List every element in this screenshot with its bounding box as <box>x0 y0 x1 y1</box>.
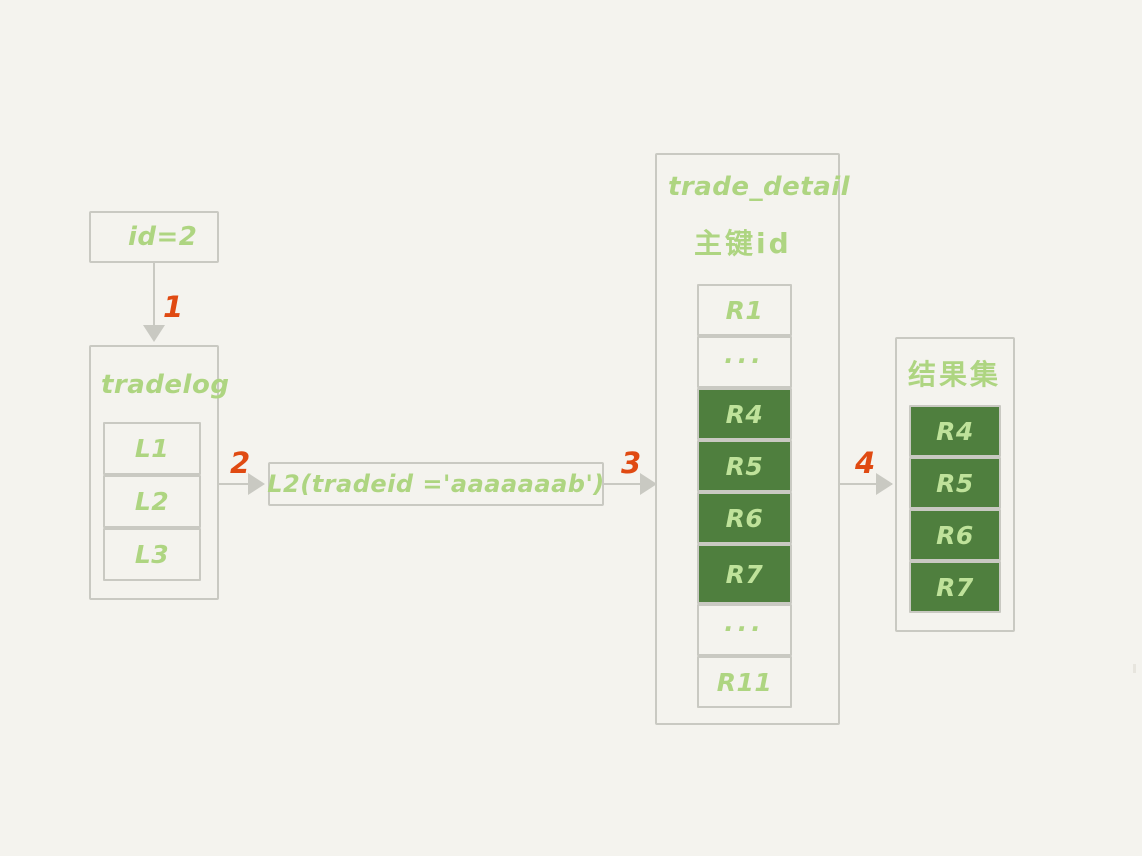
tradelog-row-label: L1 <box>134 434 170 463</box>
trade-detail-row-label: R5 <box>725 451 764 481</box>
connector-4-arrowhead <box>876 473 893 495</box>
trade-detail-row-r5: R5 <box>697 440 792 492</box>
step-2-number: 2 <box>230 446 251 480</box>
step-1-number: 1 <box>163 290 184 324</box>
tradelog-row-label: L3 <box>134 540 170 569</box>
trade-detail-row-label: R7 <box>725 559 764 589</box>
tradelog-row-label: L2 <box>134 487 170 516</box>
trade-detail-row-ellipsis-bottom: ... <box>697 604 792 656</box>
tradelog-row-l3: L3 <box>103 528 201 581</box>
trade-detail-row-label: ... <box>724 607 765 637</box>
trade-detail-row-ellipsis-top: ... <box>697 336 792 388</box>
connector-1-line <box>153 263 155 325</box>
step-3-number: 3 <box>621 446 642 480</box>
trade-detail-row-label: R6 <box>725 503 764 533</box>
connector-2-line <box>219 483 263 485</box>
result-set-row-label: R5 <box>936 468 974 498</box>
result-set-row-r5: R5 <box>909 457 1001 509</box>
tradelog-title: tradelog <box>101 370 230 400</box>
trade-detail-title: trade_detail <box>668 172 851 202</box>
tradelog-row-l1: L1 <box>103 422 201 475</box>
trade-detail-row-r7: R7 <box>697 544 792 604</box>
result-set-row-label: R7 <box>936 572 974 602</box>
input-node-box <box>89 211 219 263</box>
result-set-row-label: R6 <box>936 520 974 550</box>
connector-3-line <box>604 483 656 485</box>
trade-detail-row-label: R11 <box>716 667 773 697</box>
result-set-row-label: R4 <box>936 416 974 446</box>
trade-detail-row-r6: R6 <box>697 492 792 544</box>
result-set-row-r7: R7 <box>909 561 1001 613</box>
connector-4-line <box>840 483 892 485</box>
result-set-row-r6: R6 <box>909 509 1001 561</box>
result-set-title: 结果集 <box>908 358 1002 391</box>
expression-box: L2(tradeid ='aaaaaaab') <box>267 462 605 506</box>
step-4-number: 4 <box>855 446 876 480</box>
trade-detail-row-r1: R1 <box>697 284 792 336</box>
connector-3-arrowhead <box>640 473 657 495</box>
connector-1-arrowhead <box>143 325 165 342</box>
trade-detail-row-r4: R4 <box>697 388 792 440</box>
trade-detail-row-label: R4 <box>725 399 764 429</box>
input-node-label: id=2 <box>128 222 198 252</box>
tradelog-row-l2: L2 <box>103 475 201 528</box>
expression-label: L2(tradeid ='aaaaaaab') <box>267 470 605 498</box>
trade-detail-row-label: R1 <box>725 295 764 325</box>
connector-2-arrowhead <box>248 473 265 495</box>
trade-detail-row-r11: R11 <box>697 656 792 708</box>
result-set-row-r4: R4 <box>909 405 1001 457</box>
trade-detail-subtitle: 主键id <box>694 227 792 260</box>
trade-detail-row-label: ... <box>724 339 765 369</box>
stray-mark <box>1133 664 1136 673</box>
